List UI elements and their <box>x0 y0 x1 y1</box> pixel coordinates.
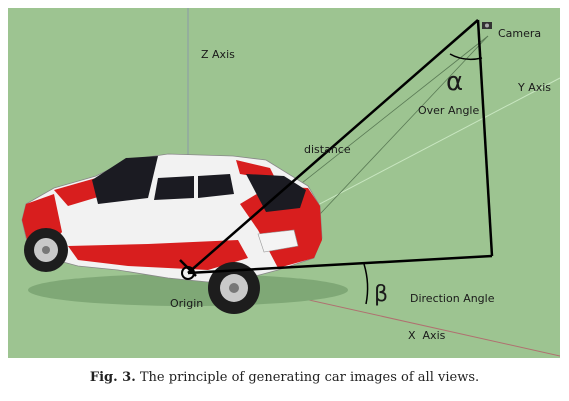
car-front-wheel <box>24 228 68 272</box>
x-axis-label: X Axis <box>408 329 446 342</box>
car <box>21 153 348 314</box>
geometry-lines <box>179 19 494 277</box>
distance-label: distance <box>304 143 351 156</box>
y-axis-label: Y Axis <box>517 81 551 94</box>
car-shadow <box>28 274 348 306</box>
beta-label: β <box>374 282 388 307</box>
camera-vertical-line <box>476 19 494 257</box>
car-rear-wheel <box>208 262 260 314</box>
caption-text: The principle of generating car images o… <box>139 370 480 385</box>
car-roof-spoiler <box>236 160 276 180</box>
car-windshield <box>92 156 158 204</box>
origin-label: Origin <box>170 297 203 310</box>
guide-line-lower <box>287 35 489 249</box>
car-side-window-rear <box>198 174 234 198</box>
over-angle-label: Over Angle <box>418 104 479 117</box>
origin-point <box>181 266 195 280</box>
figure-number: Fig. 3. <box>89 370 136 385</box>
camera-to-origin-line <box>187 19 479 274</box>
car-side-window-front <box>154 176 194 200</box>
car-stripe-side <box>68 240 248 270</box>
camera-label: Camera <box>498 27 541 40</box>
diagram: Z Axis Camera Y Axis α Over Angle distan… <box>8 8 560 358</box>
alpha-arc <box>449 53 483 61</box>
car-tail-light <box>257 229 299 253</box>
camera-icon <box>482 22 492 29</box>
alpha-label: α <box>446 67 463 97</box>
z-axis-label: Z Axis <box>201 48 235 61</box>
beta-arc <box>363 263 369 305</box>
car-stripe-rear <box>240 186 322 268</box>
ground-projection-line <box>187 254 493 275</box>
direction-angle-label: Direction Angle <box>410 292 495 305</box>
figure-caption: Fig. 3. The principle of generating car … <box>0 370 569 385</box>
